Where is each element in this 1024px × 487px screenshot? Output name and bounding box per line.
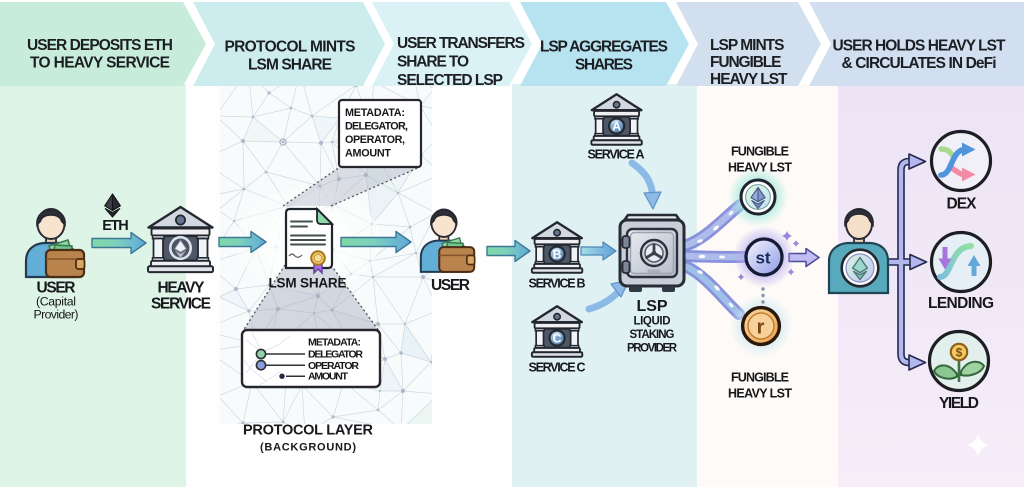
- svg-text:LSP: LSP: [637, 298, 668, 315]
- svg-text:HEAVY: HEAVY: [158, 280, 206, 297]
- svg-text:LSP MINTS: LSP MINTS: [710, 37, 785, 54]
- svg-text:PROVIDER: PROVIDER: [627, 343, 678, 355]
- svg-text:r: r: [757, 317, 765, 339]
- svg-text:(Capital: (Capital: [36, 295, 76, 309]
- svg-text:LIQUID: LIQUID: [634, 316, 671, 328]
- svg-text:PROTOCOL LAYER: PROTOCOL LAYER: [243, 423, 374, 439]
- svg-text:LSM SHARE: LSM SHARE: [248, 57, 332, 74]
- svg-text:LSP AGGREGATES: LSP AGGREGATES: [540, 39, 668, 56]
- svg-text:FUNGIBLE: FUNGIBLE: [731, 145, 789, 159]
- svg-text:PROTOCOL MINTS: PROTOCOL MINTS: [225, 39, 356, 56]
- svg-text:LENDING: LENDING: [928, 295, 994, 312]
- svg-text:ETH: ETH: [102, 218, 129, 234]
- svg-text:AMOUNT: AMOUNT: [308, 371, 349, 383]
- svg-text:DEX: DEX: [947, 196, 978, 213]
- svg-text:USER HOLDS HEAVY LST: USER HOLDS HEAVY LST: [833, 38, 1007, 55]
- svg-text:A: A: [612, 119, 621, 133]
- svg-text:DELEGATOR: DELEGATOR: [308, 349, 363, 361]
- svg-text:USER: USER: [431, 277, 470, 294]
- svg-text:METADATA:: METADATA:: [308, 337, 361, 349]
- svg-text:SERVICE: SERVICE: [151, 296, 211, 313]
- svg-text:OPERATOR,: OPERATOR,: [345, 134, 405, 146]
- svg-text:FUNGIBLE: FUNGIBLE: [710, 54, 782, 71]
- svg-text:C: C: [553, 331, 562, 345]
- svg-text:STAKING: STAKING: [630, 329, 675, 341]
- svg-text:DELEGATOR,: DELEGATOR,: [345, 121, 408, 133]
- svg-text:TO HEAVY SERVICE: TO HEAVY SERVICE: [30, 55, 170, 72]
- svg-text:AMOUNT: AMOUNT: [345, 148, 391, 160]
- svg-text:$: $: [956, 346, 963, 360]
- svg-text:SERVICE B: SERVICE B: [529, 277, 586, 291]
- svg-text:METADATA:: METADATA:: [345, 107, 405, 119]
- svg-text:Provider): Provider): [34, 308, 79, 322]
- svg-text:YIELD: YIELD: [939, 395, 979, 412]
- svg-text:HEAVY LST: HEAVY LST: [710, 71, 788, 88]
- svg-text:FUNGIBLE: FUNGIBLE: [731, 371, 789, 385]
- svg-text:HEAVY LST: HEAVY LST: [728, 387, 792, 401]
- svg-text:SERVICE A: SERVICE A: [588, 148, 645, 162]
- svg-text:SHARES: SHARES: [575, 57, 633, 74]
- svg-text:LSM SHARE: LSM SHARE: [269, 276, 347, 291]
- svg-text:SELECTED LSP: SELECTED LSP: [397, 72, 503, 89]
- svg-text:USER DEPOSITS ETH: USER DEPOSITS ETH: [27, 37, 173, 54]
- svg-text:B: B: [553, 247, 562, 261]
- svg-text:SHARE TO: SHARE TO: [397, 54, 469, 71]
- svg-text:OPERATOR: OPERATOR: [308, 360, 359, 372]
- svg-text:st: st: [755, 249, 770, 268]
- svg-text:HEAVY LST: HEAVY LST: [728, 161, 792, 175]
- svg-text:USER TRANSFERS: USER TRANSFERS: [397, 35, 525, 52]
- svg-text:USER: USER: [37, 280, 76, 297]
- svg-text:(BACKGROUND): (BACKGROUND): [260, 442, 356, 454]
- svg-text:& CIRCULATES IN DeFi: & CIRCULATES IN DeFi: [842, 55, 997, 72]
- svg-text:SERVICE C: SERVICE C: [529, 361, 586, 375]
